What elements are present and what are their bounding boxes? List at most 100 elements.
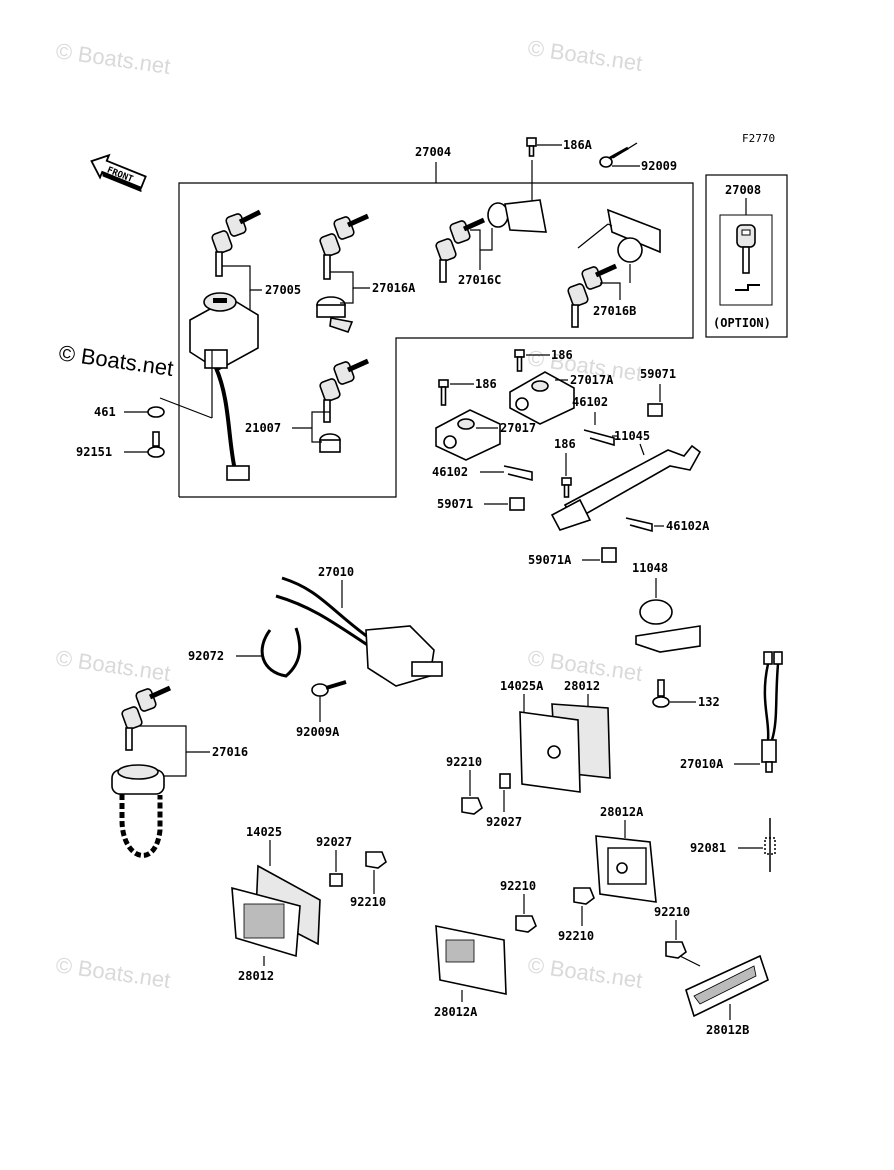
reflector-14025-icon [231, 864, 321, 958]
seat-lock-27016C-icon [435, 199, 547, 283]
bolt-186-icon [438, 379, 449, 406]
figure-code: F2770 [742, 132, 775, 145]
label-186-b: 186 [475, 377, 497, 391]
label-92210-b: 92210 [350, 895, 386, 909]
watermark: © Boats.net [526, 952, 644, 993]
label-186-a: 186 [551, 348, 573, 362]
label-92009: 92009 [641, 159, 677, 173]
label-92072: 92072 [188, 649, 224, 663]
label-92027-b: 92027 [316, 835, 352, 849]
label-27016A: 27016A [372, 281, 416, 295]
option-box [705, 174, 788, 338]
label-59071A: 59071A [528, 553, 572, 567]
label-11045: 11045 [614, 429, 650, 443]
label-28012-b: 28012 [238, 969, 274, 983]
label-28012A-top: 28012A [600, 805, 644, 819]
label-27017: 27017 [500, 421, 536, 435]
rod-46102A-icon [625, 517, 653, 533]
lock-27016B-icon [567, 208, 661, 328]
label-92081: 92081 [690, 841, 726, 855]
screw-92009A-icon [311, 680, 347, 697]
option-label: (OPTION) [713, 316, 771, 330]
label-92210-c: 92210 [500, 879, 536, 893]
watermark: © Boats.net [526, 35, 644, 76]
bracket-11045-icon [550, 444, 702, 531]
label-92009A: 92009A [296, 725, 340, 739]
bolt-186-icon [514, 349, 525, 372]
label-59071-a: 59071 [640, 367, 676, 381]
label-27005: 27005 [265, 283, 301, 297]
label-27016B: 27016B [593, 304, 636, 318]
label-27008: 27008 [725, 183, 761, 197]
label-21007: 21007 [245, 421, 281, 435]
label-186A: 186A [563, 138, 593, 152]
label-186-c: 186 [554, 437, 576, 451]
keys-27016-icon [111, 685, 172, 858]
holder-27017A-icon [509, 371, 575, 425]
watermark: © Boats.net [54, 952, 172, 993]
ignition-switch-icon [189, 292, 259, 481]
label-92210-d: 92210 [558, 929, 594, 943]
front-arrow-icon: FRONT [90, 153, 147, 193]
label-92210-a: 92210 [446, 755, 482, 769]
watermark: © Boats.net [54, 38, 172, 79]
keys-27005-icon [211, 209, 262, 277]
watermark-dark: © Boats.net [57, 340, 175, 381]
label-28012-a: 28012 [564, 679, 600, 693]
rod-46102-icon [503, 465, 533, 482]
nut-92210-icon [665, 941, 687, 959]
spacer-92027-icon [329, 873, 343, 887]
rod-46102-icon [583, 429, 615, 447]
option-inner-box [719, 214, 773, 306]
nut-92210-icon [461, 797, 483, 815]
label-92210-e: 92210 [654, 905, 690, 919]
watermark: © Boats.net [54, 645, 172, 686]
keys-27016A-icon [316, 213, 370, 333]
switch-27010A-icon [761, 651, 783, 773]
label-59071-b: 59071 [437, 497, 473, 511]
spring-92081-icon [764, 818, 776, 872]
clip-59071-icon [647, 403, 663, 417]
nut-461-icon [147, 406, 165, 418]
label-46102A: 46102A [666, 519, 710, 533]
bolt-186-icon [561, 477, 572, 498]
reflector-28012B-icon [685, 954, 769, 1018]
nut-92210-icon [365, 851, 387, 869]
label-132: 132 [698, 695, 720, 709]
label-27010A: 27010A [680, 757, 724, 771]
tie-92072-icon [260, 627, 302, 678]
bolt-92151-icon [147, 431, 165, 458]
label-27004: 27004 [415, 145, 451, 159]
nut-92210-icon [515, 915, 537, 933]
label-92151: 92151 [76, 445, 112, 459]
switch-27010-icon [275, 576, 443, 687]
bolt-132-icon [652, 679, 670, 708]
label-46102-a: 46102 [572, 395, 608, 409]
label-11048: 11048 [632, 561, 668, 575]
keys-21007-icon [319, 358, 370, 453]
label-28012B: 28012B [706, 1023, 749, 1037]
nut-92210-icon [573, 887, 595, 905]
bolt-186A-icon [526, 137, 537, 157]
label-14025: 14025 [246, 825, 282, 839]
assembly-frame-27004 [178, 182, 694, 498]
key-27008-icon [735, 224, 760, 291]
label-92027-a: 92027 [486, 815, 522, 829]
clip-59071A-icon [601, 547, 617, 563]
label-28012A-bottom: 28012A [434, 1005, 478, 1019]
screw-92009-icon [599, 146, 629, 168]
label-46102-b: 46102 [432, 465, 468, 479]
label-461: 461 [94, 405, 116, 419]
spacer-92027-icon [499, 773, 511, 789]
clip-59071-icon [509, 497, 525, 511]
holder-27017-icon [435, 409, 501, 461]
label-27016: 27016 [212, 745, 248, 759]
label-27010: 27010 [318, 565, 354, 579]
reflector-14025A-icon [519, 703, 611, 793]
label-27016C: 27016C [458, 273, 501, 287]
reflector-28012A-bottom-icon [435, 925, 507, 995]
reflector-28012A-icon [595, 835, 657, 903]
label-14025A: 14025A [500, 679, 544, 693]
